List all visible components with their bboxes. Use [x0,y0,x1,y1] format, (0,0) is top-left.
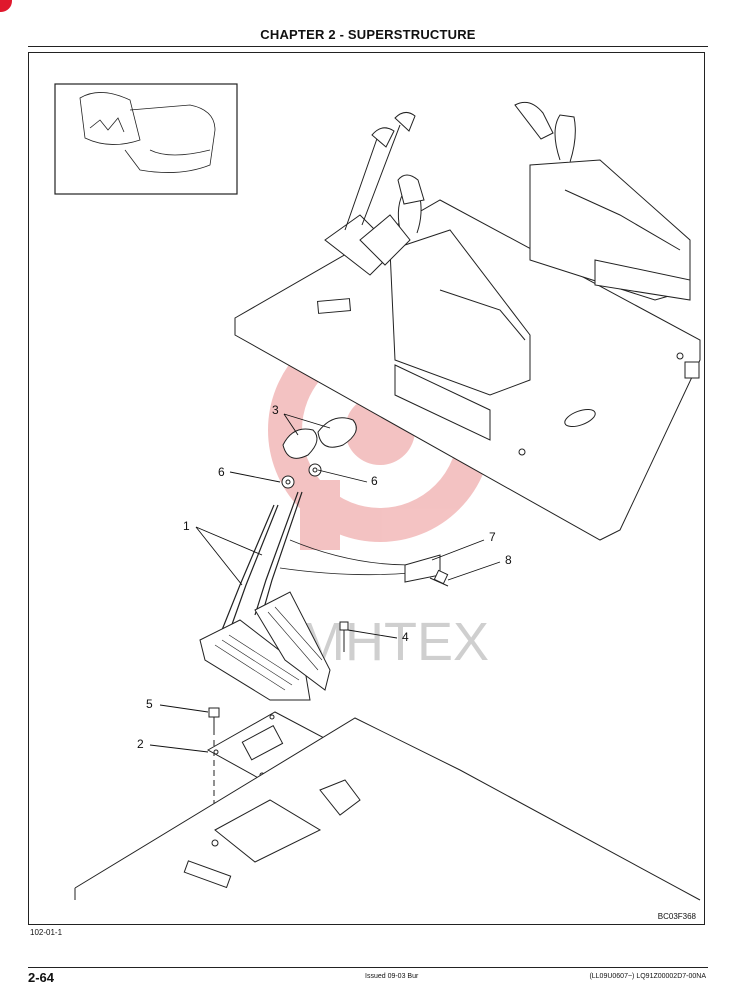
header-divider [28,46,708,47]
footer-divider [28,967,708,968]
page-title: CHAPTER 2 - SUPERSTRUCTURE [260,27,476,42]
travel-pedals [199,591,331,701]
callout-6-left: 6 [218,465,225,479]
inset-thumbnail [54,83,238,195]
pedal-covers [282,417,357,459]
figure-frame [28,52,705,925]
callout-2: 2 [137,737,144,751]
figure-code: BC03F368 [657,912,696,921]
right-control-console [514,101,691,301]
callout-3: 3 [272,403,279,417]
lower-floor-plate [74,717,701,901]
bolt-8 [429,569,449,587]
nuts [281,463,322,489]
installed-travel-pedals [324,112,416,276]
issued-date: Issued 09-03 Bur [365,973,419,980]
reference-code: 102-01-1 [30,928,63,937]
watermark-text: MHTEX [300,612,489,672]
callout-7: 7 [489,530,496,544]
left-control-console [389,174,531,441]
travel-levers [221,491,303,631]
callout-1: 1 [183,519,190,533]
callout-5: 5 [146,697,153,711]
callout-4: 4 [402,630,409,644]
callout-8: 8 [505,553,512,567]
leader-lines [149,413,501,753]
spring-lines [279,539,411,576]
bolt-4 [339,621,349,652]
document-reference: (LL09U0607~) LQ91Z00002D7-00NA [589,973,706,980]
page-number: 2-64 [28,970,55,985]
inset-seat-sketch [79,92,216,173]
callout-6-right: 6 [371,474,378,488]
